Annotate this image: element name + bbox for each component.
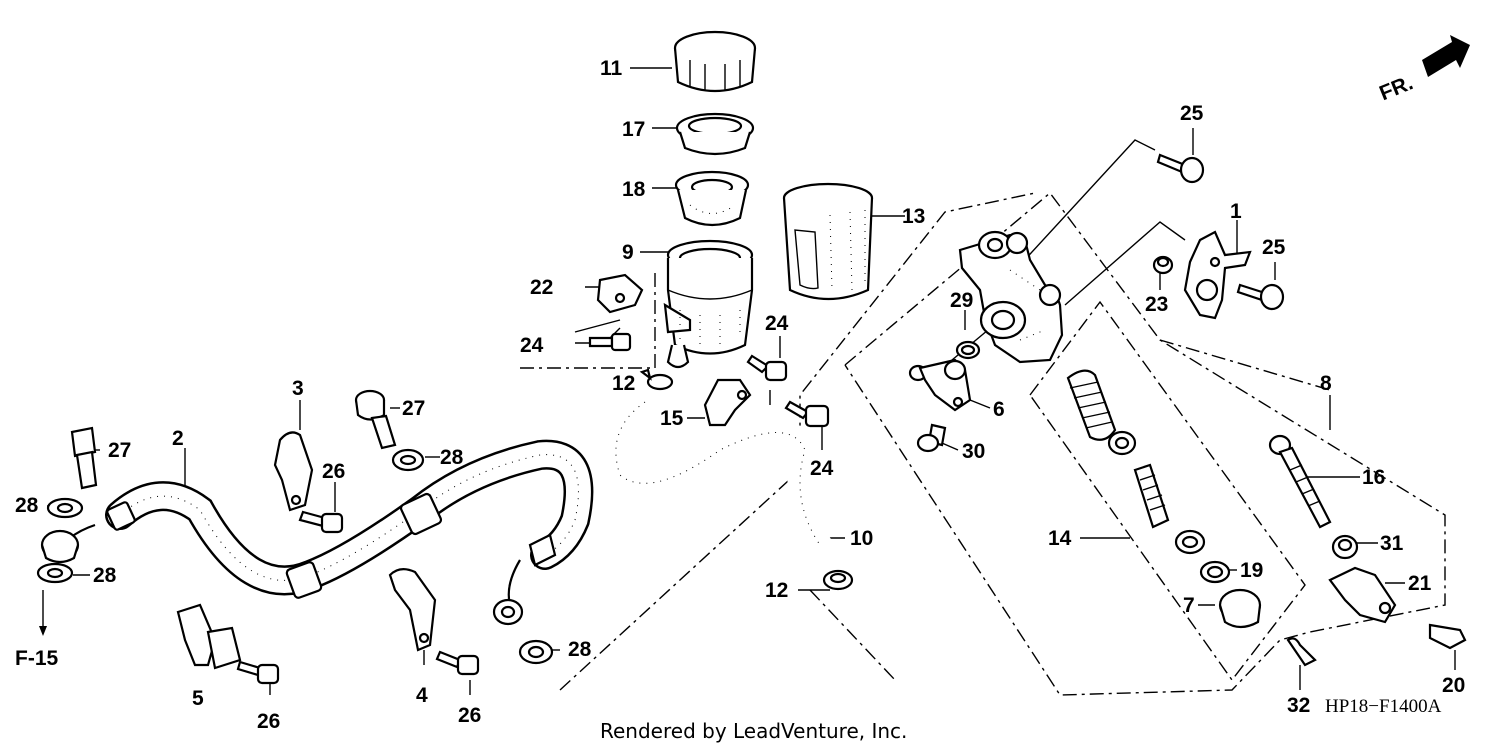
callout-8: 8 <box>1320 372 1332 395</box>
callout-25-b: 25 <box>1262 236 1286 259</box>
part-12-clip-b <box>822 569 854 591</box>
reference-label: F-15 <box>15 647 59 670</box>
callout-14: 14 <box>1048 527 1072 550</box>
callout-24-a: 24 <box>520 334 544 357</box>
part-18-diaphragm <box>674 170 750 227</box>
callout-9: 9 <box>622 241 634 264</box>
part-21-clevis <box>1328 566 1397 624</box>
callout-31: 31 <box>1380 532 1404 555</box>
callout-28-c: 28 <box>93 564 117 587</box>
part-7-boot <box>1218 588 1262 629</box>
part-26-bolts <box>236 510 480 685</box>
callout-28-d: 28 <box>568 638 592 661</box>
part-5-clip <box>176 603 242 670</box>
part-4-clamp <box>388 568 437 652</box>
part-2-brake-hose <box>69 439 594 626</box>
callout-26-c: 26 <box>458 704 481 727</box>
part-24-bolt-c <box>784 400 830 428</box>
callout-24-b: 24 <box>765 312 789 335</box>
callout-27-b: 27 <box>402 397 425 420</box>
part-12-clip-a <box>639 368 674 391</box>
part-3-clamp <box>273 431 314 512</box>
part-32-cotter-pin <box>1286 637 1317 667</box>
part-15-hose-guide <box>703 378 752 427</box>
part-22-clamp <box>596 273 644 314</box>
callout-4: 4 <box>416 684 428 707</box>
callout-3: 3 <box>292 377 304 400</box>
part-27-bolt-a <box>70 426 98 490</box>
callout-13: 13 <box>902 205 925 228</box>
callout-30: 30 <box>962 440 985 463</box>
part-27-bolt-b <box>354 389 397 450</box>
front-arrow-icon <box>1422 35 1470 77</box>
part-14-piston-set <box>1066 369 1206 555</box>
callout-22: 22 <box>530 276 553 299</box>
part-30-screw <box>916 423 947 453</box>
callout-29: 29 <box>950 289 973 312</box>
callout-32: 32 <box>1287 694 1310 717</box>
part-banjo-fitting <box>40 529 80 564</box>
part-16-push-rod <box>1268 434 1332 529</box>
part-master-cylinder <box>958 230 1064 364</box>
callout-16: 16 <box>1362 466 1385 489</box>
part-23-bushing <box>1152 255 1174 275</box>
part-25-bolt-a <box>1156 153 1205 184</box>
part-24-bolt-a <box>588 332 632 352</box>
callout-5: 5 <box>192 687 204 710</box>
callout-2: 2 <box>172 427 184 450</box>
callout-11: 11 <box>600 57 623 80</box>
part-29-oring <box>955 340 981 360</box>
callout-26-b: 26 <box>257 710 280 733</box>
callout-28-a: 28 <box>15 494 39 517</box>
part-31-nut <box>1331 534 1359 560</box>
callout-12-b: 12 <box>765 579 788 602</box>
part-1-bracket <box>1183 230 1252 320</box>
part-28-washers <box>36 448 554 665</box>
callouts: 11 17 18 9 13 22 24 24 12 15 24 10 12 3 … <box>15 57 1465 733</box>
callout-1: 1 <box>1230 200 1242 223</box>
direction-label: FR. <box>1376 71 1416 105</box>
part-24-bolt-b <box>746 354 788 382</box>
part-25-bolt-b <box>1236 283 1285 311</box>
part-6-joint <box>908 358 972 412</box>
callout-21: 21 <box>1408 572 1432 595</box>
part-20-pin <box>1428 623 1467 650</box>
callout-6: 6 <box>993 398 1005 421</box>
callout-27-a: 27 <box>108 439 131 462</box>
direction-arrow: FR. <box>1376 35 1470 105</box>
callout-7: 7 <box>1183 594 1195 617</box>
callout-20: 20 <box>1442 674 1465 697</box>
part-9-reservoir <box>663 239 754 369</box>
callout-10: 10 <box>850 527 873 550</box>
callout-28-b: 28 <box>440 446 464 469</box>
callout-25-a: 25 <box>1180 102 1204 125</box>
callout-18: 18 <box>622 178 646 201</box>
part-17-plate <box>675 112 755 156</box>
callout-17: 17 <box>622 118 645 141</box>
credit-text: Rendered by LeadVenture, Inc. <box>600 719 907 743</box>
part-13-reservoir-cover <box>782 182 874 301</box>
part-19-seal <box>1199 560 1231 584</box>
diagram-code: HP18−F1400A <box>1325 696 1442 717</box>
part-10-reservoir-hose <box>603 389 833 558</box>
callout-15: 15 <box>660 407 684 430</box>
callout-24-c: 24 <box>810 457 834 480</box>
part-11-reservoir-cap <box>673 30 757 92</box>
group-outlines <box>520 191 1446 696</box>
callout-26-a: 26 <box>322 460 345 483</box>
callout-23: 23 <box>1145 293 1168 316</box>
callout-12-a: 12 <box>612 372 635 395</box>
callout-19: 19 <box>1240 559 1263 582</box>
